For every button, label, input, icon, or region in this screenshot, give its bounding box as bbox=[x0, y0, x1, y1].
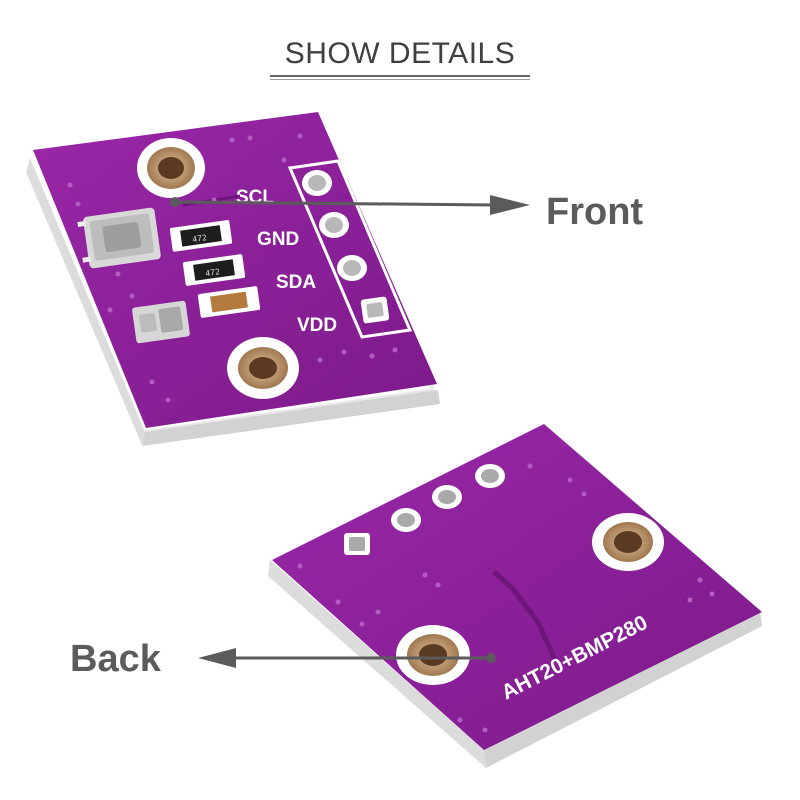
back-board-top bbox=[272, 424, 762, 750]
resistor-2-marking: 472 bbox=[205, 267, 221, 278]
capacitor bbox=[197, 286, 261, 318]
resistor-1-marking: 472 bbox=[192, 233, 208, 244]
header-outline bbox=[287, 159, 413, 339]
front-vias bbox=[67, 133, 398, 403]
front-callout-label: Front bbox=[546, 191, 644, 233]
header-pin-3 bbox=[337, 255, 367, 281]
back-board-side bbox=[268, 560, 486, 768]
resistor-1: 472 bbox=[169, 220, 233, 252]
front-board-side bbox=[26, 158, 145, 445]
title-underline bbox=[270, 75, 530, 77]
front-board-bottom bbox=[142, 390, 440, 446]
pin-label-scl: SCL bbox=[236, 187, 274, 208]
front-mounting-hole-bottom bbox=[227, 337, 299, 399]
front-callout-arrow bbox=[170, 195, 530, 215]
header-pin-4 bbox=[360, 296, 390, 324]
title-underline-shadow bbox=[270, 79, 530, 80]
back-pin-4 bbox=[475, 464, 505, 488]
pin-label-sda: SDA bbox=[276, 272, 316, 293]
resistor-2: 472 bbox=[182, 254, 246, 286]
aht20-sensor-chip bbox=[77, 207, 161, 269]
pin-label-vdd: VDD bbox=[297, 315, 337, 336]
pin-label-gnd: GND bbox=[257, 229, 299, 250]
back-callout-arrow bbox=[198, 648, 496, 668]
back-vias bbox=[297, 463, 715, 733]
back-mounting-hole-left bbox=[396, 625, 470, 685]
bmp280-sensor-chip bbox=[132, 300, 190, 344]
header-pin-1 bbox=[302, 170, 332, 196]
back-pin-1 bbox=[344, 533, 370, 555]
back-callout-label: Back bbox=[70, 638, 161, 680]
header-pin-2 bbox=[319, 212, 349, 238]
back-trace bbox=[492, 570, 558, 662]
back-pin-3 bbox=[432, 485, 462, 509]
back-pin-2 bbox=[391, 508, 421, 532]
back-board: AHT20+BMP280 bbox=[198, 424, 762, 768]
back-mounting-hole-right bbox=[592, 513, 664, 571]
back-board-bottom bbox=[484, 610, 762, 768]
front-board: SCL GND SDA VDD 472 472 bbox=[26, 112, 530, 446]
front-mounting-hole-top bbox=[137, 138, 205, 198]
page-title: SHOW DETAILS bbox=[284, 37, 516, 70]
